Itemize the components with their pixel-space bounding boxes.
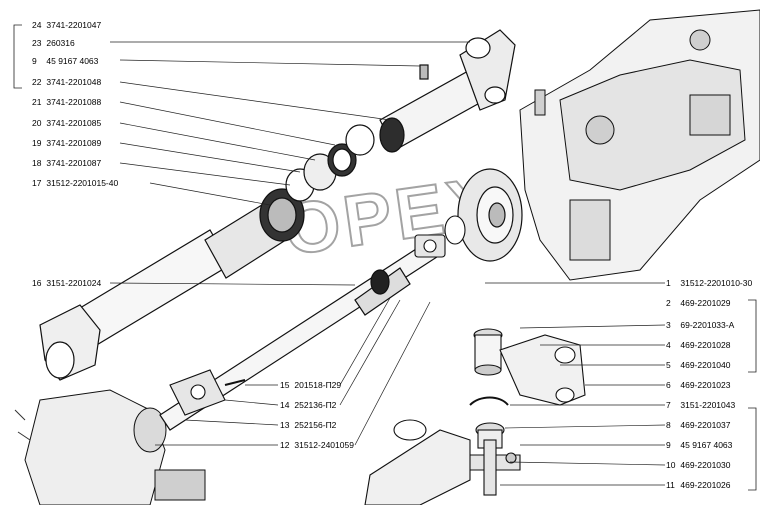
callout-number: 10 [666,460,676,470]
callout-9-left: 9 45 9167 4063 [32,56,98,66]
callout-part-number: 31512-2201010-30 [680,278,753,288]
callout-number: 9 [666,440,671,450]
callout-part-number: 3741-2201089 [46,138,102,148]
callout-part-number: 260316 [46,38,75,48]
driveshaft-tube [159,239,441,431]
gearbox-assembly [519,9,760,281]
callout-part-number: 31512-2201015-40 [46,178,119,188]
callout-part-number: 3741-2201048 [46,77,102,87]
callout-number: 1 [666,278,671,288]
rear-axle-housing [14,389,206,505]
lower-yoke [364,419,471,505]
callout-22: 22 3741-2201048 [32,77,101,87]
callout-number: 14 [280,400,290,410]
callout-number: 13 [280,420,290,430]
callout-number: 7 [666,400,671,410]
callout-20: 20 3741-2201085 [32,118,101,128]
callout-number: 9 [32,56,37,66]
callout-number: 3 [666,320,671,330]
callout-17: 17 31512-2201015-40 [32,178,118,188]
callout-19: 19 3741-2201089 [32,138,101,148]
callout-number: 12 [280,440,290,450]
callout-3: 3 69-2201033-А [666,320,734,330]
right-side-parts [459,328,586,496]
leader-lines [109,41,666,486]
callout-number: 17 [32,178,42,188]
brackets [13,24,757,491]
callout-2: 2 469-2201029 [666,298,730,308]
callout-part-number: 31512-2401059 [294,440,354,450]
callout-11: 11 469-2201026 [666,480,730,490]
callout-18: 18 3741-2201087 [32,158,101,168]
callout-part-number: 3741-2201088 [46,97,102,107]
callout-part-number: 3741-2201085 [46,118,102,128]
callout-number: 5 [666,360,671,370]
upper-tube [379,29,516,153]
callout-number: 18 [32,158,42,168]
callout-13: 13 252156-П2 [280,420,336,430]
callout-number: 4 [666,340,671,350]
front-shaft [39,188,305,381]
seal-rings [285,124,375,202]
callout-number: 22 [32,77,42,87]
universal-joint-mid [414,215,466,258]
callout-part-number: 469-2201029 [680,298,731,308]
callout-number: 15 [280,380,290,390]
callout-15: 15 201518-П29 [280,380,341,390]
callout-9-right: 9 45 9167 4063 [666,440,732,450]
callout-number: 6 [666,380,671,390]
callout-7: 7 3151-2201043 [666,400,735,410]
callout-12: 12 31512-2401059 [280,440,354,450]
callout-part-number: 469-2201026 [680,480,731,490]
callout-part-number: 3741-2201087 [46,158,102,168]
callout-number: 20 [32,118,42,128]
callout-6: 6 469-2201023 [666,380,730,390]
callout-number: 23 [32,38,42,48]
callout-14: 14 252136-П2 [280,400,336,410]
callout-4: 4 469-2201028 [666,340,730,350]
callout-number: 2 [666,298,671,308]
flange-disk [457,168,523,262]
callout-number: 11 [666,480,675,490]
callout-8: 8 469-2201037 [666,420,730,430]
callout-part-number: 3151-2201024 [46,278,102,288]
callout-part-number: 69-2201033-А [680,320,735,330]
callout-number: 21 [32,97,42,107]
callout-5: 5 469-2201040 [666,360,730,370]
callout-part-number: 252136-П2 [294,400,337,410]
callout-part-number: 469-2201030 [680,460,731,470]
callout-part-number: 45 9167 4063 [680,440,733,450]
callout-part-number: 469-2201040 [680,360,731,370]
callout-10: 10 469-2201030 [666,460,730,470]
callout-number: 16 [32,278,42,288]
callout-part-number: 469-2201037 [680,420,731,430]
callout-part-number: 469-2201028 [680,340,731,350]
callout-part-number: 252156-П2 [294,420,337,430]
callout-part-number: 469-2201023 [680,380,731,390]
callout-part-number: 201518-П29 [294,380,342,390]
callout-number: 19 [32,138,42,148]
callout-part-number: 3151-2201043 [680,400,736,410]
callout-21: 21 3741-2201088 [32,97,101,107]
callout-part-number: 45 9167 4063 [46,56,99,66]
callout-number: 24 [32,20,42,30]
callout-number: 8 [666,420,671,430]
callout-part-number: 3741-2201047 [46,20,102,30]
callout-16: 16 3151-2201024 [32,278,101,288]
callout-1: 1 31512-2201010-30 [666,278,752,288]
callout-24: 24 3741-2201047 [32,20,101,30]
universal-joint-low [169,369,246,416]
callout-23: 23 260316 [32,38,75,48]
